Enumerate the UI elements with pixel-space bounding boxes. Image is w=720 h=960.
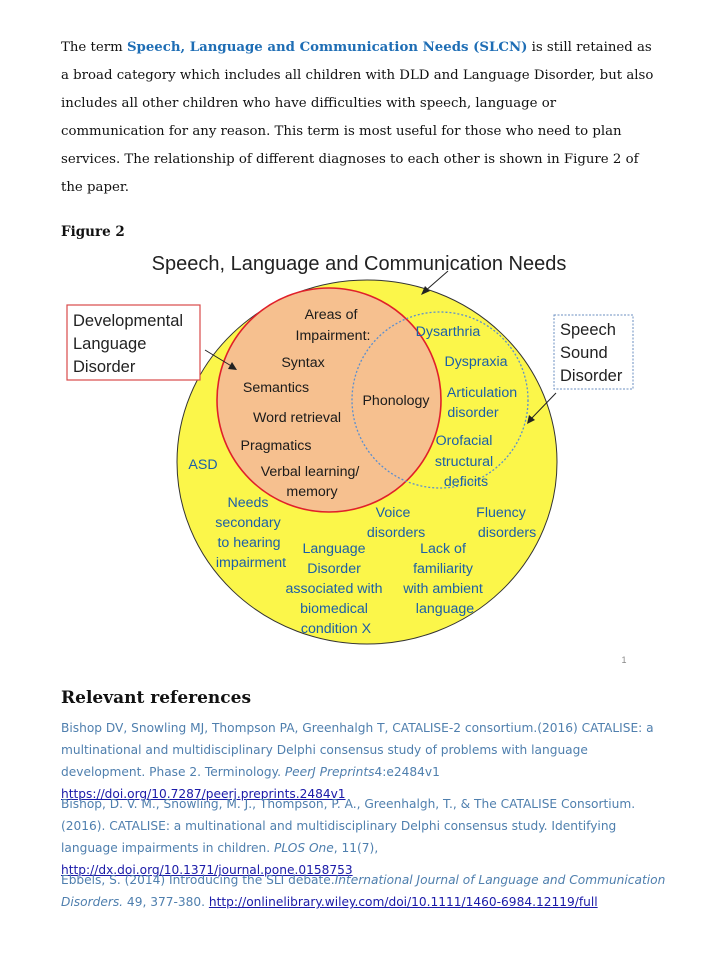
reference-item: Ebbels, S. (2014) Introducing the SLI de… [61,869,671,913]
phonology-label: Phonology [362,393,430,409]
needs-line: impairment [216,555,286,571]
dld-label-box [66,304,201,381]
ssd-box-line: Sound [560,344,608,362]
dld-circle [216,287,442,513]
needs-line: to hearing [217,535,280,551]
verbal-learning-label: Verbal learning/ memory [261,464,364,500]
needs-line: secondary [215,515,281,531]
semantics-label: Semantics [243,380,309,396]
lack-of-familiarity-label: Lack of familiarity with ambient languag… [402,541,487,617]
figure-label: Figure 2 [61,224,125,240]
reference-journal: PLOS One [274,841,334,855]
lang-disorder-line: Disorder [307,561,361,577]
reference-item: Bishop DV, Snowling MJ, Thompson PA, Gre… [61,717,671,805]
ssd-box-line: Disorder [560,367,623,385]
lang-disorder-line: associated with [286,581,383,597]
articulation-line: disorder [447,405,499,421]
needs-secondary-label: Needs secondary to hearing impairment [215,495,286,571]
fluency-line: disorders [478,525,536,541]
needs-line: Needs [228,495,269,511]
areas-line: Impairment: [296,328,371,344]
slcn-term: Speech, Language and Communication Needs… [126,40,528,55]
dld-box-label: Developmental Language Disorder [73,312,188,376]
familiarity-line: with ambient [402,581,483,597]
voice-line: disorders [367,525,425,541]
reference-journal: International Journal of Language and Co… [61,873,666,909]
diagram-title: Speech, Language and Communication Needs [152,253,567,275]
dyspraxia-label: Dyspraxia [444,354,507,370]
orofacial-line: structural [435,454,493,470]
reference-text: Bishop DV, Snowling MJ, Thompson PA, Gre… [61,721,654,779]
ssd-arrow-head [527,415,535,424]
syntax-label: Syntax [281,355,324,371]
reference-details: , 11(7), [333,841,379,855]
title-arrow-head [421,286,430,295]
reference-link[interactable]: http://dx.doi.org/10.1371/journal.pone.0… [61,863,353,877]
ssd-label-box [553,314,634,390]
lang-disorder-line: Language [302,541,365,557]
orofacial-line: Orofacial [436,433,493,449]
voice-line: Voice [376,505,411,521]
familiarity-line: language [416,601,474,617]
reference-link[interactable]: https://doi.org/10.7287/peerj.preprints.… [61,787,346,801]
language-disorder-biomedical-label: Language Disorder associated with biomed… [286,541,387,637]
verbal-line: memory [286,484,338,500]
orofacial-label: Orofacial structural deficits [435,433,497,490]
dld-box-line: Language [73,335,146,353]
intro-prefix: The term [61,40,127,55]
areas-of-impairment-label: Areas of Impairment: [296,307,371,344]
verbal-line: Verbal learning/ [261,464,360,480]
lang-disorder-line: condition X [301,621,372,637]
lang-disorder-line: biomedical [300,601,368,617]
areas-line: Areas of [305,307,358,323]
word-retrieval-label: Word retrieval [253,410,341,426]
fluency-line: Fluency [476,505,527,521]
articulation-line: Articulation [447,385,517,401]
dld-arrow-head [228,362,237,370]
dld-arrow [204,349,234,368]
reference-text: Ebbels, S. (2014) Introducing the SLI de… [61,873,335,887]
fluency-disorders-label: Fluency disorders [476,505,536,541]
familiarity-line: Lack of [420,541,466,557]
reference-details: 4:e2484v1 [374,765,440,779]
dysarthria-label: Dysarthria [416,324,481,340]
reference-link[interactable]: http://onlinelibrary.wiley.com/doi/10.11… [208,895,598,909]
intro-paragraph: The term Speech, Language and Communicat… [61,34,661,202]
references-heading: Relevant references [61,688,252,708]
reference-journal: PeerJ Preprints [284,765,375,779]
ssd-circle [351,311,529,489]
voice-disorders-label: Voice disorders [367,505,425,541]
slide-page-number: 1 [621,655,626,665]
articulation-disorder-label: Articulation disorder [447,385,521,421]
ssd-arrow [529,392,557,421]
pragmatics-label: Pragmatics [241,438,312,454]
reference-details: 49, 377-380. [123,895,209,909]
reference-text: Bishop, D. V. M., Snowling, M. J., Thomp… [61,797,636,855]
intro-body: is still retained as a broad category wh… [61,40,654,195]
dld-box-line: Developmental [73,312,183,330]
familiarity-line: familiarity [413,561,474,577]
asd-label: ASD [188,457,217,473]
reference-item: Bishop, D. V. M., Snowling, M. J., Thomp… [61,793,671,881]
ssd-box-label: Speech Sound Disorder [560,321,623,385]
ssd-box-line: Speech [560,321,616,339]
dld-box-line: Disorder [73,358,136,376]
title-arrow [423,270,449,293]
orofacial-line: deficits [444,474,488,490]
slcn-venn-diagram: Speech, Language and Communication Needs… [66,253,634,665]
